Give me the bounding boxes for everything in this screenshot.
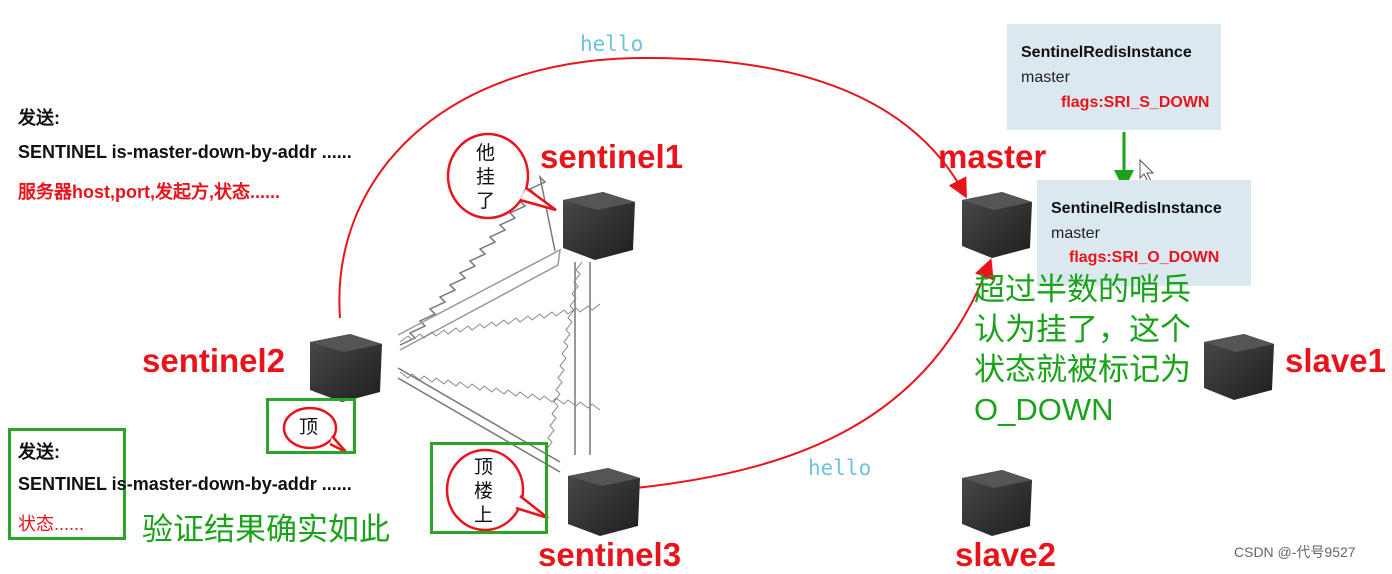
green-highlight-bubble-sentinel2 bbox=[266, 398, 356, 454]
instance-box-2-flags: flags:SRI_O_DOWN bbox=[1069, 249, 1220, 266]
instance-box-2-role: master bbox=[1051, 225, 1100, 242]
link-sentinel1-sentinel3 bbox=[574, 262, 591, 455]
send-top-title: 发送: bbox=[18, 108, 60, 128]
instance-box-s-down: SentinelRedisInstance master flags:SRI_S… bbox=[1007, 24, 1221, 130]
server-icon-slave1 bbox=[1204, 334, 1274, 400]
bubble-sentinel3 bbox=[445, 448, 549, 532]
green-highlight-send bbox=[8, 428, 126, 540]
send-bottom-params: 状态...... bbox=[18, 514, 85, 534]
send-bottom-title: 发送: bbox=[18, 442, 60, 462]
hello-arc-bottom bbox=[635, 258, 994, 489]
bubble-sentinel1 bbox=[446, 132, 557, 220]
link-sentinel2-sentinel3 bbox=[397, 367, 561, 473]
label-master: master bbox=[938, 138, 1047, 175]
instance-box-1-flags: flags:SRI_S_DOWN bbox=[1061, 94, 1210, 111]
send-top-params: 服务器host,port,发起方,状态...... bbox=[18, 182, 280, 202]
label-sentinel2: sentinel2 bbox=[142, 342, 286, 379]
label-sentinel1: sentinel1 bbox=[540, 138, 684, 175]
send-bottom-command: SENTINEL is-master-down-by-addr ...... bbox=[18, 474, 352, 494]
bubble-text-sentinel3: 顶 楼 上 bbox=[474, 457, 494, 526]
zigzag-texture bbox=[399, 261, 601, 451]
label-slave2: slave2 bbox=[955, 536, 1056, 573]
server-icon-sentinel1 bbox=[563, 192, 635, 260]
bubble-sentinel2 bbox=[282, 406, 347, 454]
send-top-command: SENTINEL is-master-down-by-addr ...... bbox=[18, 142, 352, 162]
instance-box-o-down: SentinelRedisInstance master flags:SRI_O… bbox=[1037, 180, 1251, 286]
hello-label-top: hello bbox=[580, 32, 644, 56]
verify-note: 验证结果确实如此 bbox=[142, 512, 390, 547]
bubble-text-sentinel2: 顶 bbox=[299, 417, 319, 438]
hello-arc-top bbox=[338, 56, 967, 319]
label-sentinel3: sentinel3 bbox=[538, 536, 682, 573]
watermark: CSDN @-代号9527 bbox=[1234, 544, 1356, 560]
label-slave1: slave1 bbox=[1285, 342, 1386, 379]
bubble-text-sentinel1: 他 挂 了 bbox=[476, 143, 496, 212]
instance-box-1-class: SentinelRedisInstance bbox=[1021, 44, 1192, 61]
instance-box-1-role: master bbox=[1021, 69, 1070, 86]
odown-note: 超过半数的哨兵 认为挂了，这个 状态就被标记为 O_DOWN bbox=[974, 272, 1191, 427]
green-highlight-bubble-sentinel3 bbox=[430, 442, 548, 534]
mouse-cursor-icon bbox=[1139, 158, 1155, 183]
server-icon-sentinel3 bbox=[568, 468, 640, 536]
server-icon-sentinel2 bbox=[310, 334, 382, 402]
server-icon-slave2 bbox=[962, 470, 1032, 536]
server-icon-master bbox=[962, 192, 1032, 258]
hello-label-bottom: hello bbox=[808, 456, 872, 480]
instance-box-2-class: SentinelRedisInstance bbox=[1051, 200, 1222, 217]
